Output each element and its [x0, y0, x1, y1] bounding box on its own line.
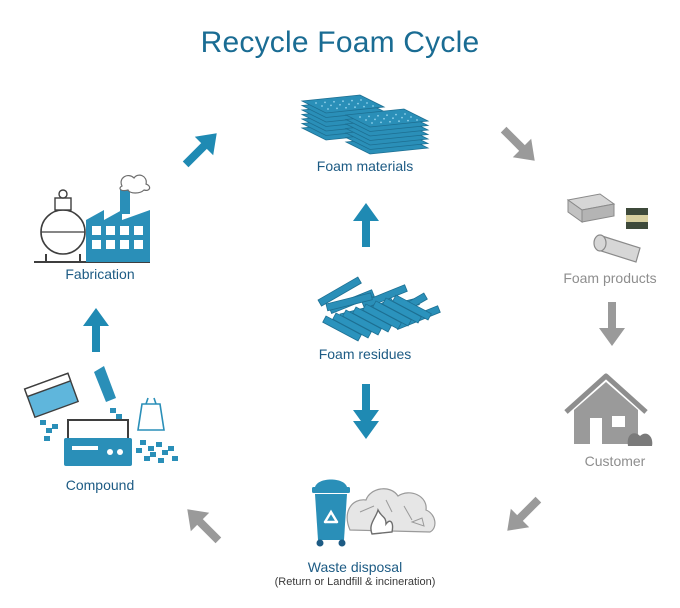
arrow-down-left-icon: [498, 490, 548, 540]
foam-products-label: Foam products: [563, 270, 657, 286]
foam-residues-label: Foam residues: [318, 346, 412, 362]
arrow-down-icon: [599, 302, 625, 346]
waste-disposal-note: (Return or Landfill & incineration): [274, 576, 436, 588]
arrow-down-icon: [353, 395, 379, 439]
arrow-down-icon: [353, 384, 379, 428]
foam-materials-label: Foam materials: [316, 158, 414, 174]
waste-disposal-label: Waste disposal: [307, 559, 403, 575]
arrow-down-icon: [353, 203, 379, 247]
fabrication-label: Fabrication: [65, 266, 135, 282]
diagram-title: Recycle Foam Cycle: [200, 26, 480, 59]
arrow-left-up-icon: [178, 500, 228, 550]
arrow-down-right-icon: [494, 120, 544, 170]
arrow-up-right-icon: [176, 124, 226, 174]
customer-label: Customer: [584, 453, 646, 469]
compound-label: Compound: [65, 477, 135, 493]
arrow-up-icon: [83, 308, 109, 352]
